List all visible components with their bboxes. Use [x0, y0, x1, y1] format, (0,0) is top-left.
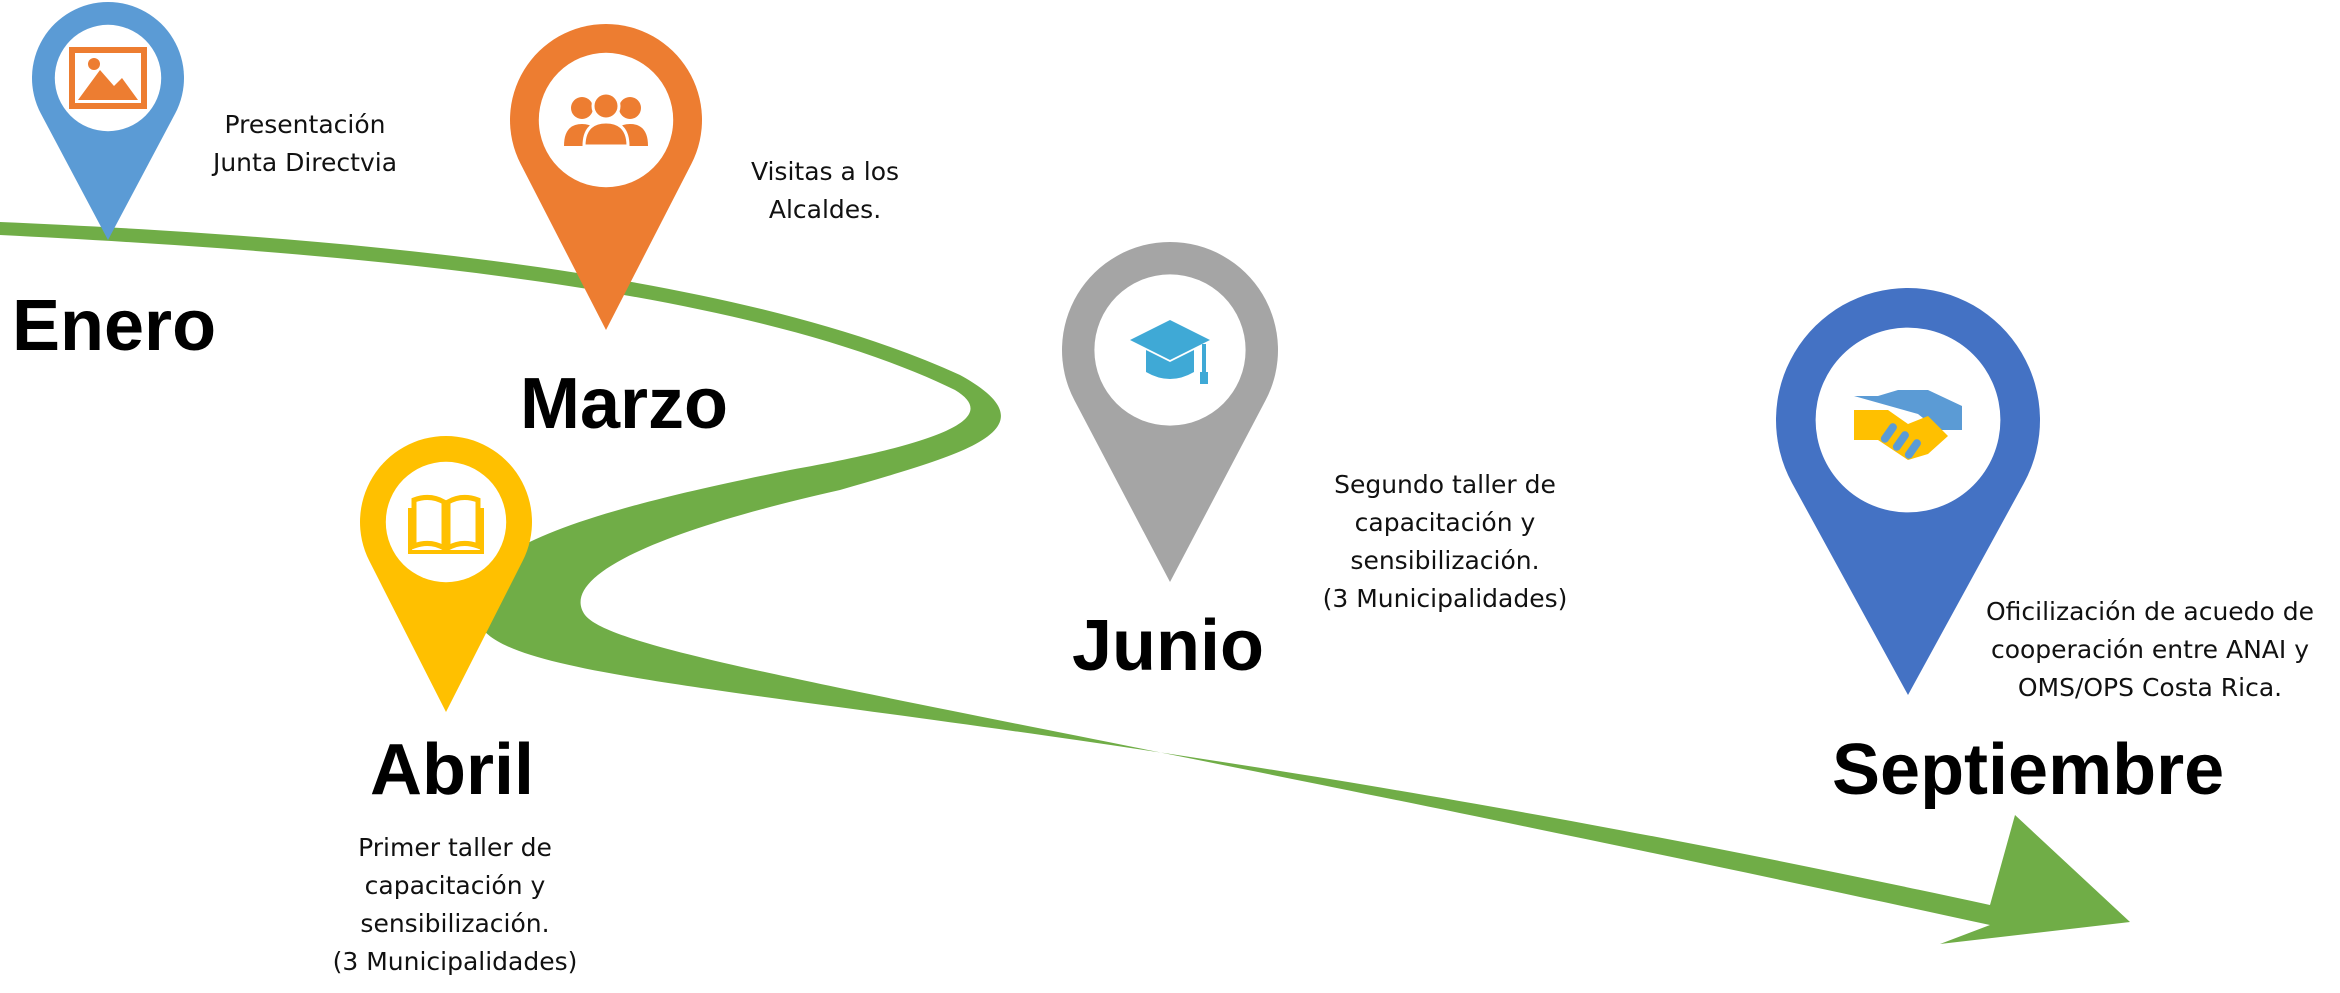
description-line: capacitación y — [1354, 508, 1536, 537]
description-abril: Primer taller de capacitación y sensibil… — [310, 829, 600, 981]
book-icon — [408, 494, 484, 554]
people-group-icon — [564, 91, 648, 148]
pin-junio — [1062, 242, 1278, 582]
description-line: (3 Municipalidades) — [1322, 584, 1568, 613]
picture-icon — [69, 47, 147, 109]
description-marzo: Visitas a los Alcaldes. — [720, 153, 930, 229]
description-line: Presentación — [224, 110, 386, 139]
description-line: Alcaldes. — [768, 195, 882, 224]
description-line: OMS/OPS Costa Rica. — [2017, 673, 2283, 702]
description-line: capacitación y — [364, 871, 546, 900]
month-label-junio: Junio — [1072, 606, 1264, 686]
month-label-marzo: Marzo — [520, 364, 729, 444]
description-enero: Presentación Junta Directvia — [190, 106, 420, 182]
pin-abril — [360, 436, 532, 712]
month-label-abril: Abril — [370, 730, 535, 810]
description-line: Junta Directvia — [212, 148, 398, 177]
month-label-septiembre: Septiembre — [1832, 730, 2225, 810]
description-line: sensibilización. — [360, 909, 550, 938]
description-line: Primer taller de — [358, 833, 552, 862]
description-line: Segundo taller de — [1334, 470, 1556, 499]
description-line: Oficilización de acuedo de — [1985, 597, 2315, 626]
handshake-icon — [1854, 390, 1962, 460]
description-line: cooperación entre ANAI y — [1990, 635, 2310, 664]
description-line: Visitas a los — [750, 157, 900, 186]
description-junio: Segundo taller de capacitación y sensibi… — [1300, 466, 1590, 618]
graduation-cap-icon — [1130, 320, 1210, 384]
pin-enero — [32, 2, 184, 240]
month-label-enero: Enero — [12, 286, 217, 366]
pin-marzo — [510, 24, 702, 330]
pin-septiembre-center — [1815, 327, 2001, 513]
description-line: (3 Municipalidades) — [332, 947, 578, 976]
description-septiembre: Oficilización de acuedo de cooperación e… — [1965, 593, 2335, 707]
pin-septiembre — [1776, 288, 2040, 695]
description-line: sensibilización. — [1350, 546, 1540, 575]
